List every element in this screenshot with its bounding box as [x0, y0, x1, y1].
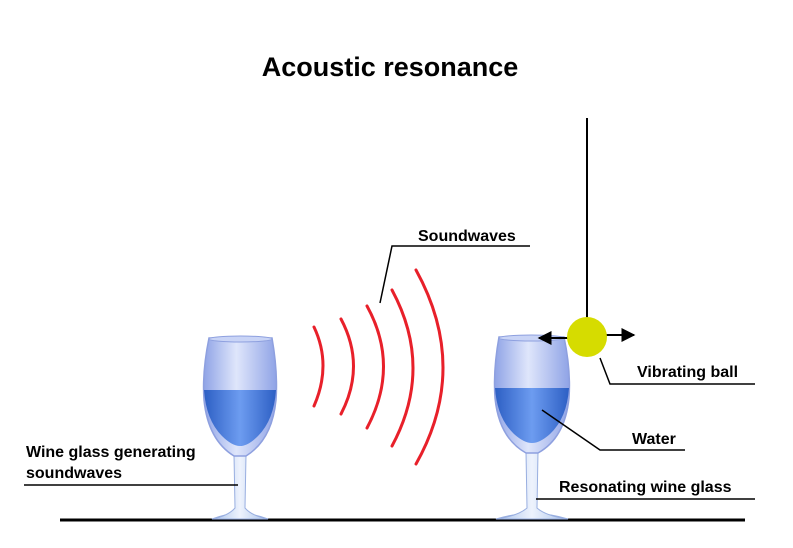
leader-water — [541, 409, 685, 451]
soundwaves — [312, 268, 445, 466]
right-glass-stem — [495, 451, 569, 520]
left-glass-water — [204, 390, 276, 446]
leader-vibrating-ball — [599, 357, 755, 385]
label-generating-glass-line2: soundwaves — [26, 465, 123, 482]
label-water: Water — [632, 431, 676, 448]
soundwave-arc-5 — [414, 268, 445, 466]
diagram-title: Acoustic resonance — [261, 52, 519, 82]
label-resonating-glass: Resonating wine glass — [559, 479, 732, 496]
soundwave-arc-4 — [390, 288, 415, 448]
left-glass-stem — [211, 454, 269, 520]
label-vibrating-ball: Vibrating ball — [637, 364, 739, 381]
soundwave-arc-1 — [312, 325, 325, 408]
soundwave-arc-3 — [365, 304, 385, 430]
vibrating-ball — [567, 317, 607, 357]
label-generating-glass-line1: Wine glass generating — [26, 444, 196, 461]
left-glass-rim — [208, 335, 273, 343]
label-soundwaves: Soundwaves — [418, 228, 516, 245]
right-glass-water — [495, 388, 569, 443]
wine-glass-generating — [202, 335, 278, 520]
leader-soundwaves — [379, 245, 530, 304]
soundwave-arc-2 — [339, 317, 355, 416]
